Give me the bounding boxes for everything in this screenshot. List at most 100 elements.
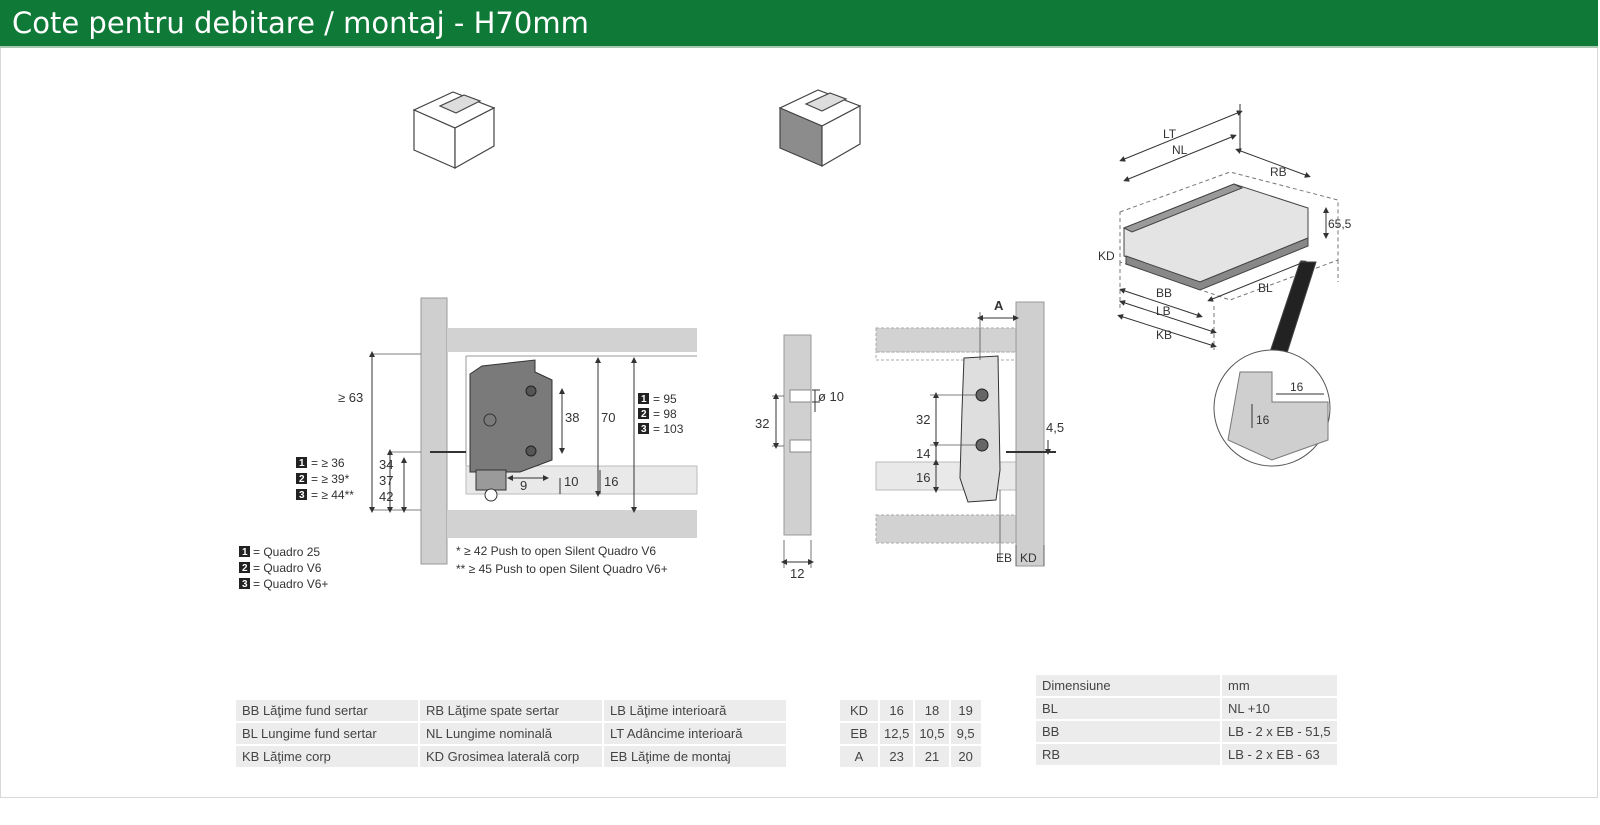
isometric-drawer <box>1117 104 1339 467</box>
table-cell: 16 <box>880 700 914 721</box>
note-push-open-v6: * ≥ 42 Push to open Silent Quadro V6 <box>456 544 656 558</box>
table-cell: KD <box>840 700 878 721</box>
label-LT: LT <box>1163 127 1177 141</box>
dim-32-side: 32 <box>916 412 930 427</box>
svg-text:3: 3 <box>641 424 647 435</box>
table-row: BB Lăţime fund sertar RB Lăţime spate se… <box>236 700 786 721</box>
table-cell: 23 <box>880 746 914 767</box>
formula-table: Dimensiune mm BL NL +10 BB LB - 2 x EB -… <box>1034 673 1339 767</box>
table-cell: 21 <box>915 746 949 767</box>
table-cell: 19 <box>950 700 981 721</box>
label-BB: BB <box>1156 286 1172 300</box>
svg-text:= ≥ 36: = ≥ 36 <box>311 456 345 470</box>
svg-text:1: 1 <box>242 547 248 558</box>
table-row: RB LB - 2 x EB - 63 <box>1036 744 1337 765</box>
svg-text:3: 3 <box>242 579 248 590</box>
svg-text:2: 2 <box>242 563 248 574</box>
table-cell: A <box>840 746 878 767</box>
table-row: BB LB - 2 x EB - 51,5 <box>1036 721 1337 742</box>
drawer-icon-outline <box>412 91 496 170</box>
label-65-5: 65,5 <box>1328 217 1352 231</box>
table-cell: 12,5 <box>880 723 914 744</box>
table-cell: BL <box>1036 698 1220 719</box>
label-LB: LB <box>1156 304 1171 318</box>
svg-text:2: 2 <box>299 474 305 485</box>
runner-height-legend: 1 = 95 2 = 98 3 = 103 <box>638 392 684 436</box>
label-KD-iso: KD <box>1098 249 1115 263</box>
table-header-row: Dimensiune mm <box>1036 675 1337 696</box>
table-cell: KD Grosimea laterală corp <box>420 746 602 767</box>
dim-37: 37 <box>379 473 393 488</box>
side-view-drawing <box>875 301 1056 567</box>
table-cell: 9,5 <box>950 723 981 744</box>
product-legend: 1 = Quadro 25 2 = Quadro V6 3 = Quadro V… <box>239 545 328 591</box>
page-title: Cote pentru debitare / montaj - H70mm <box>0 0 1598 46</box>
abbreviations-table: BB Lăţime fund sertar RB Lăţime spate se… <box>234 698 788 769</box>
title-rule <box>0 46 1598 48</box>
side-panel-drawing <box>772 334 820 568</box>
table-cell: EB <box>840 723 878 744</box>
table-cell: BB <box>1036 721 1220 742</box>
table-cell: 20 <box>950 746 981 767</box>
svg-text:= Quadro V6: = Quadro V6 <box>253 561 322 575</box>
table-row: KD 16 18 19 <box>840 700 981 721</box>
table-cell: LB - 2 x EB - 63 <box>1222 744 1337 765</box>
detail-dim-a: 16 <box>1290 380 1304 394</box>
dim-min-height: ≥ 63 <box>338 390 363 405</box>
table-header-cell: Dimensiune <box>1036 675 1220 696</box>
table-row: KB Lăţime corp KD Grosimea laterală corp… <box>236 746 786 767</box>
label-KD: KD <box>1020 551 1037 565</box>
dim-4-5: 4,5 <box>1046 420 1064 435</box>
mounting-dimensions-table: KD 16 18 19 EB 12,5 10,5 9,5 A 23 21 20 <box>838 698 983 769</box>
min-clearance-legend: 1 = ≥ 36 2 = ≥ 39* 3 = ≥ 44** <box>296 456 354 502</box>
table-cell: LB Lăţime interioară <box>604 700 786 721</box>
label-EB: EB <box>996 551 1012 565</box>
table-cell: 10,5 <box>915 723 949 744</box>
svg-text:= 98: = 98 <box>653 407 677 421</box>
dim-38: 38 <box>565 410 579 425</box>
table-cell: KB Lăţime corp <box>236 746 418 767</box>
label-KB: KB <box>1156 328 1172 342</box>
svg-text:= 95: = 95 <box>653 392 677 406</box>
dim-panel-thickness: 12 <box>790 566 804 581</box>
dim-hole-spacing: 32 <box>755 416 769 431</box>
svg-text:= Quadro 25: = Quadro 25 <box>253 545 320 559</box>
table-row: EB 12,5 10,5 9,5 <box>840 723 981 744</box>
table-cell: RB Lăţime spate sertar <box>420 700 602 721</box>
table-cell: EB Lăţime de montaj <box>604 746 786 767</box>
dim-16: 16 <box>604 474 618 489</box>
note-push-open-v6-plus: ** ≥ 45 Push to open Silent Quadro V6+ <box>456 562 668 576</box>
table-row: BL NL +10 <box>1036 698 1337 719</box>
dim-34: 34 <box>379 457 393 472</box>
table-cell: NL Lungime nominală <box>420 723 602 744</box>
table-cell: RB <box>1036 744 1220 765</box>
svg-text:1: 1 <box>641 394 647 405</box>
dim-A: A <box>994 298 1004 313</box>
table-row: BL Lungime fund sertar NL Lungime nomina… <box>236 723 786 744</box>
dim-14-side: 14 <box>916 446 930 461</box>
table-cell: NL +10 <box>1222 698 1337 719</box>
table-cell: BL Lungime fund sertar <box>236 723 418 744</box>
svg-text:2: 2 <box>641 409 647 420</box>
table-cell: 18 <box>915 700 949 721</box>
table-cell: LB - 2 x EB - 51,5 <box>1222 721 1337 742</box>
label-BL: BL <box>1258 281 1273 295</box>
svg-text:= Quadro V6+: = Quadro V6+ <box>253 577 328 591</box>
dim-9: 9 <box>520 478 527 493</box>
svg-text:= 103: = 103 <box>653 422 684 436</box>
label-RB: RB <box>1270 165 1287 179</box>
dim-16-side: 16 <box>916 470 930 485</box>
dim-42: 42 <box>379 489 393 504</box>
svg-text:1: 1 <box>299 458 305 469</box>
label-NL: NL <box>1172 143 1188 157</box>
table-header-cell: mm <box>1222 675 1337 696</box>
table-cell: BB Lăţime fund sertar <box>236 700 418 721</box>
hole-diameter: ø 10 <box>818 389 844 404</box>
svg-text:= ≥ 39*: = ≥ 39* <box>311 472 350 486</box>
table-cell: LT Adâncime interioară <box>604 723 786 744</box>
dim-70: 70 <box>601 410 615 425</box>
detail-dim-b: 16 <box>1256 413 1270 427</box>
dim-10: 10 <box>564 474 578 489</box>
front-view-drawing <box>369 297 698 565</box>
